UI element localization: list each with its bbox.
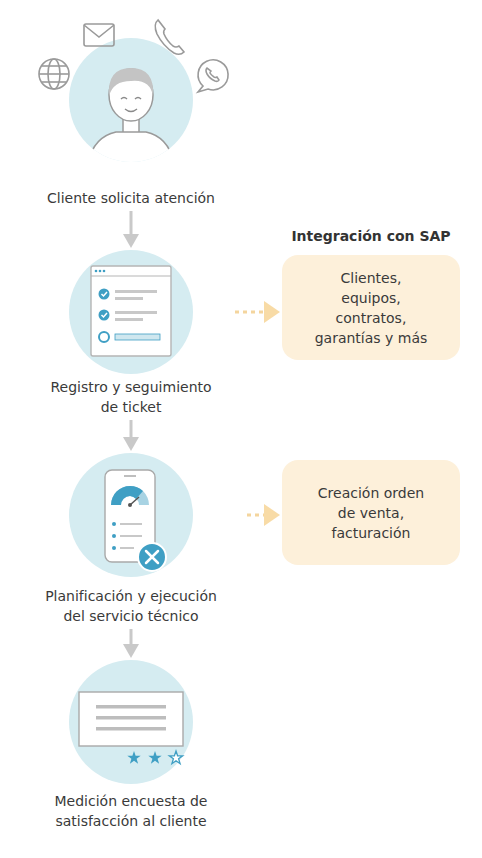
globe-parallel bbox=[42, 65, 66, 67]
circle-shape bbox=[21, 453, 241, 577]
globe-icon bbox=[39, 59, 69, 89]
step-node: Cliente solicita atención bbox=[21, 38, 241, 208]
circle-fill bbox=[69, 38, 193, 162]
circle-shape bbox=[21, 38, 241, 162]
circle-shape bbox=[33, 250, 229, 374]
integration-box: Creación orden de venta, facturación bbox=[282, 460, 460, 565]
step-node: Medición encuesta de satisfacción al cli… bbox=[21, 660, 241, 831]
box-text: Creación orden de venta, facturación bbox=[318, 483, 424, 543]
step-caption: Cliente solicita atención bbox=[21, 188, 241, 208]
globe-meridian bbox=[48, 59, 60, 89]
whatsapp-icon bbox=[198, 60, 228, 92]
integration-box: Clientes, equipos, contratos, garantías … bbox=[282, 255, 460, 360]
globe-parallel bbox=[42, 81, 66, 83]
step-caption: Planificación y ejecución del servicio t… bbox=[21, 586, 241, 626]
flow-arrow bbox=[130, 629, 133, 645]
whatsapp-bubble bbox=[198, 60, 228, 92]
globe-outline bbox=[39, 59, 69, 89]
step-caption: Medición encuesta de satisfacción al cli… bbox=[21, 791, 241, 831]
step-node: Registro y seguimiento de ticket bbox=[33, 250, 229, 417]
circle-fill bbox=[69, 453, 193, 577]
flow-arrow bbox=[130, 420, 133, 438]
integration-arrow bbox=[247, 514, 265, 517]
circle-fill bbox=[69, 660, 193, 784]
whatsapp-handset bbox=[206, 68, 219, 81]
step-caption: Registro y seguimiento de ticket bbox=[33, 377, 229, 417]
box-text: Clientes, equipos, contratos, garantías … bbox=[315, 268, 428, 348]
envelope-flap bbox=[84, 25, 114, 37]
globe-equator bbox=[39, 73, 69, 75]
circle-shape bbox=[21, 660, 241, 784]
integration-arrow bbox=[235, 311, 265, 314]
circle-fill bbox=[69, 250, 193, 374]
flow-arrow bbox=[130, 211, 133, 235]
step-node: Planificación y ejecución del servicio t… bbox=[21, 453, 241, 626]
section-heading: Integración con SAP bbox=[282, 226, 460, 246]
